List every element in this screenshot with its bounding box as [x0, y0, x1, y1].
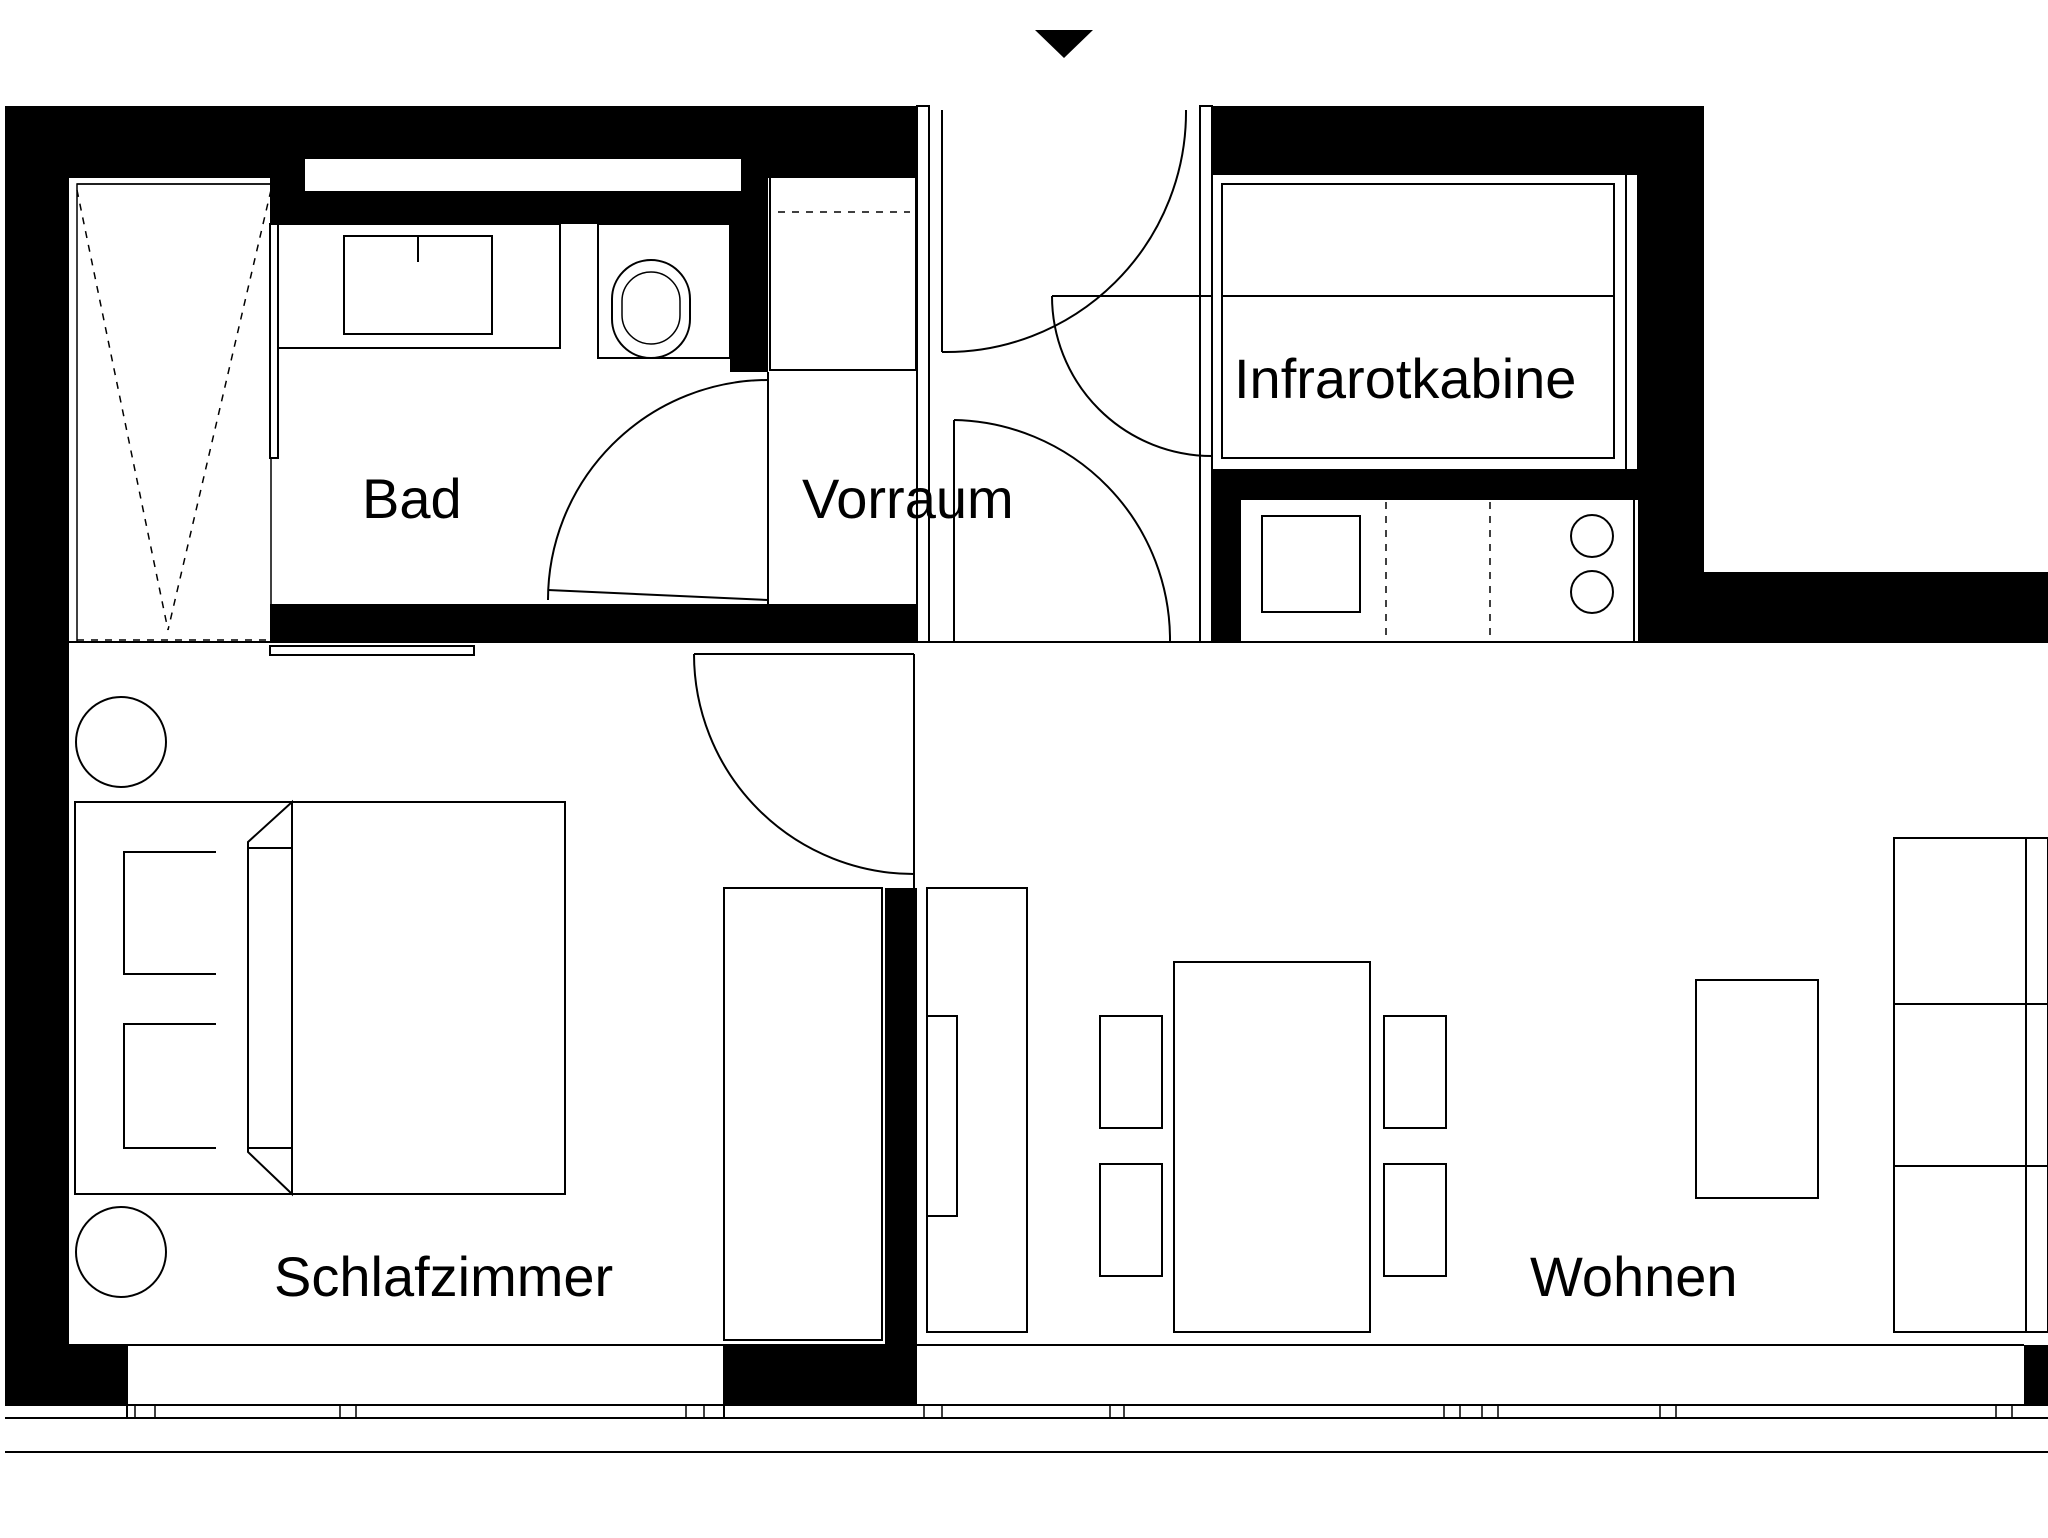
room-label-infrarotkabine: Infrarotkabine [1234, 347, 1576, 410]
wall-bath-right [730, 178, 768, 372]
shower-glass [269, 223, 279, 459]
kitchen-counter [1239, 495, 1635, 643]
wall-bottom-left [5, 1345, 127, 1405]
facade [5, 1345, 2048, 1453]
bedroom-wardrobe [723, 887, 883, 1341]
infrarotkabine: Infrarotkabine [1211, 173, 1639, 471]
wall-bedroom-living [885, 888, 917, 1366]
bedroom-door-swing [693, 653, 915, 875]
wall-right-step [1638, 572, 2048, 642]
kitchen-sink [1261, 515, 1361, 613]
sofa [1893, 837, 2048, 1333]
vorraum: Vorraum [769, 109, 1213, 643]
cabin-side [1625, 173, 1639, 471]
room-label-vorraum: Vorraum [802, 467, 1014, 530]
wohnen: Wohnen [917, 641, 2048, 1346]
bed [74, 801, 566, 1195]
cabin-door-swing [1051, 295, 1213, 457]
wall-top-right [1212, 106, 1704, 174]
room-label-schlafzimmer: Schlafzimmer [274, 1245, 613, 1308]
walls [5, 106, 2048, 1405]
chair-3 [1383, 1015, 1447, 1129]
cabin-inner [1221, 183, 1615, 459]
bathroom: Bad [76, 183, 769, 643]
hob-burner-1 [1570, 514, 1614, 558]
toilet-frame [597, 223, 731, 359]
living-door-swing [953, 419, 1172, 643]
entrance-door-swing [941, 109, 1188, 354]
toilet-bowl [611, 259, 691, 359]
shower-area [76, 183, 272, 643]
wall-bottom-right [2024, 1345, 2048, 1405]
entrance-jamb-left [916, 105, 930, 643]
coffee-table [1695, 979, 1819, 1199]
room-label-wohnen: Wohnen [1530, 1245, 1738, 1308]
wall-kitchen-left [1212, 470, 1240, 642]
living-sideboard [926, 887, 1028, 1333]
wall-right-upper [1638, 106, 1704, 576]
nightstand-bottom [75, 1206, 167, 1298]
pillow-2 [123, 1023, 216, 1149]
schlafzimmer: Schlafzimmer [69, 639, 917, 1346]
cabin-frame [1211, 173, 1627, 471]
bath-shelf [303, 157, 743, 193]
bed-blanket [247, 799, 293, 1197]
chair-4 [1383, 1163, 1447, 1277]
nightstand-top [75, 696, 167, 788]
wall-left-outer [5, 106, 69, 1366]
wall-bottom-center [724, 1345, 917, 1405]
bath-door-swing [547, 379, 769, 601]
tv-unit [926, 1015, 958, 1217]
room-label-bad: Bad [362, 467, 462, 530]
wall-bath-bottom [270, 604, 916, 642]
entrance-arrow-icon [1035, 30, 1093, 58]
bedroom-sliding-door [269, 645, 475, 656]
chair-1 [1099, 1015, 1163, 1129]
chair-2 [1099, 1163, 1163, 1277]
vorraum-wardrobe [769, 175, 917, 371]
pillow-1 [123, 851, 216, 975]
dining-table [1173, 961, 1371, 1333]
hob-burner-2 [1570, 570, 1614, 614]
toilet-seat [621, 271, 681, 345]
kitchenette [1239, 495, 1635, 643]
washbasin-counter [277, 223, 561, 349]
entrance-jamb-right [1199, 105, 1213, 643]
